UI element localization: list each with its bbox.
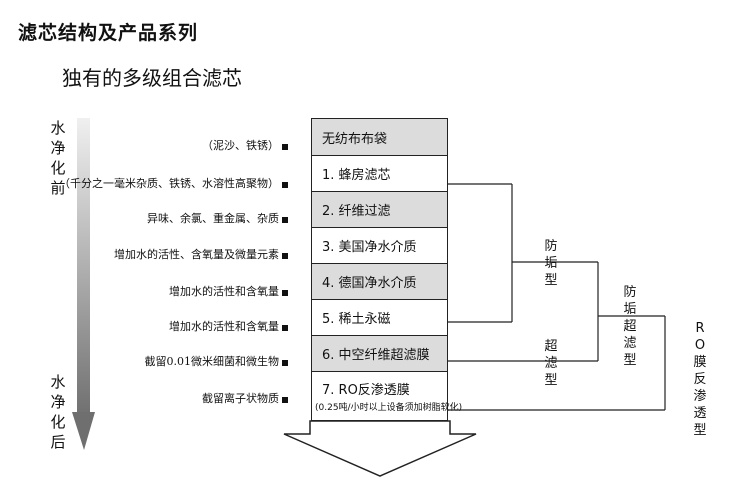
page-subtitle: 独有的多级组合滤芯 (62, 66, 242, 90)
stage-desc-1: （千分之一毫米杂质、铁锈、水溶性高聚物） (18, 175, 288, 191)
stage-desc-6: 截留0.01微米细菌和微生物 (18, 353, 288, 369)
stage-box-7: 7. RO反渗透膜 (0.25吨/小时以上设备须加树脂软化) (311, 371, 462, 421)
purification-direction-bar (77, 118, 90, 418)
stage-box-1: 1. 蜂房滤芯 (311, 155, 448, 192)
group-label-fanggou-chaolv: 防垢超滤型 (623, 285, 637, 368)
before-purification-label: 水净化前 (48, 118, 68, 198)
stage-desc-3: 增加水的活性、含氧量及微量元素 (18, 246, 288, 262)
stage-desc-7: 截留离子状物质 (18, 390, 288, 406)
stage-desc-4: 增加水的活性和含氧量 (18, 283, 288, 299)
purification-arrow-icon (72, 412, 95, 450)
stage-box-4: 4. 德国净水介质 (311, 263, 448, 300)
stage-box-6: 6. 中空纤维超滤膜 (311, 335, 448, 372)
stage-box-0: 无纺布布袋 (311, 118, 448, 156)
after-purification-label: 水净化后 (48, 372, 68, 452)
stage-box-5: 5. 稀土永磁 (311, 299, 448, 336)
outflow-arrow-icon (283, 420, 477, 477)
stage-box-3: 3. 美国净水介质 (311, 227, 448, 264)
group-label-fanggou: 防垢型 (544, 239, 558, 288)
page-title: 滤芯结构及产品系列 (18, 22, 199, 44)
stage-desc-2: 异味、余氯、重金属、杂质 (18, 210, 288, 226)
stage-desc-0: （泥沙、铁锈） (18, 137, 288, 153)
before-label-text: 水净化前 (50, 119, 66, 197)
stage-box-2: 2. 纤维过滤 (311, 191, 448, 228)
stage-desc-5: 增加水的活性和含氧量 (18, 318, 288, 334)
stage-box-7-note: (0.25吨/小时以上设备须加树脂软化) (315, 403, 463, 413)
after-label-text: 水净化后 (50, 373, 66, 451)
group-label-chaolv: 超滤型 (544, 339, 558, 388)
